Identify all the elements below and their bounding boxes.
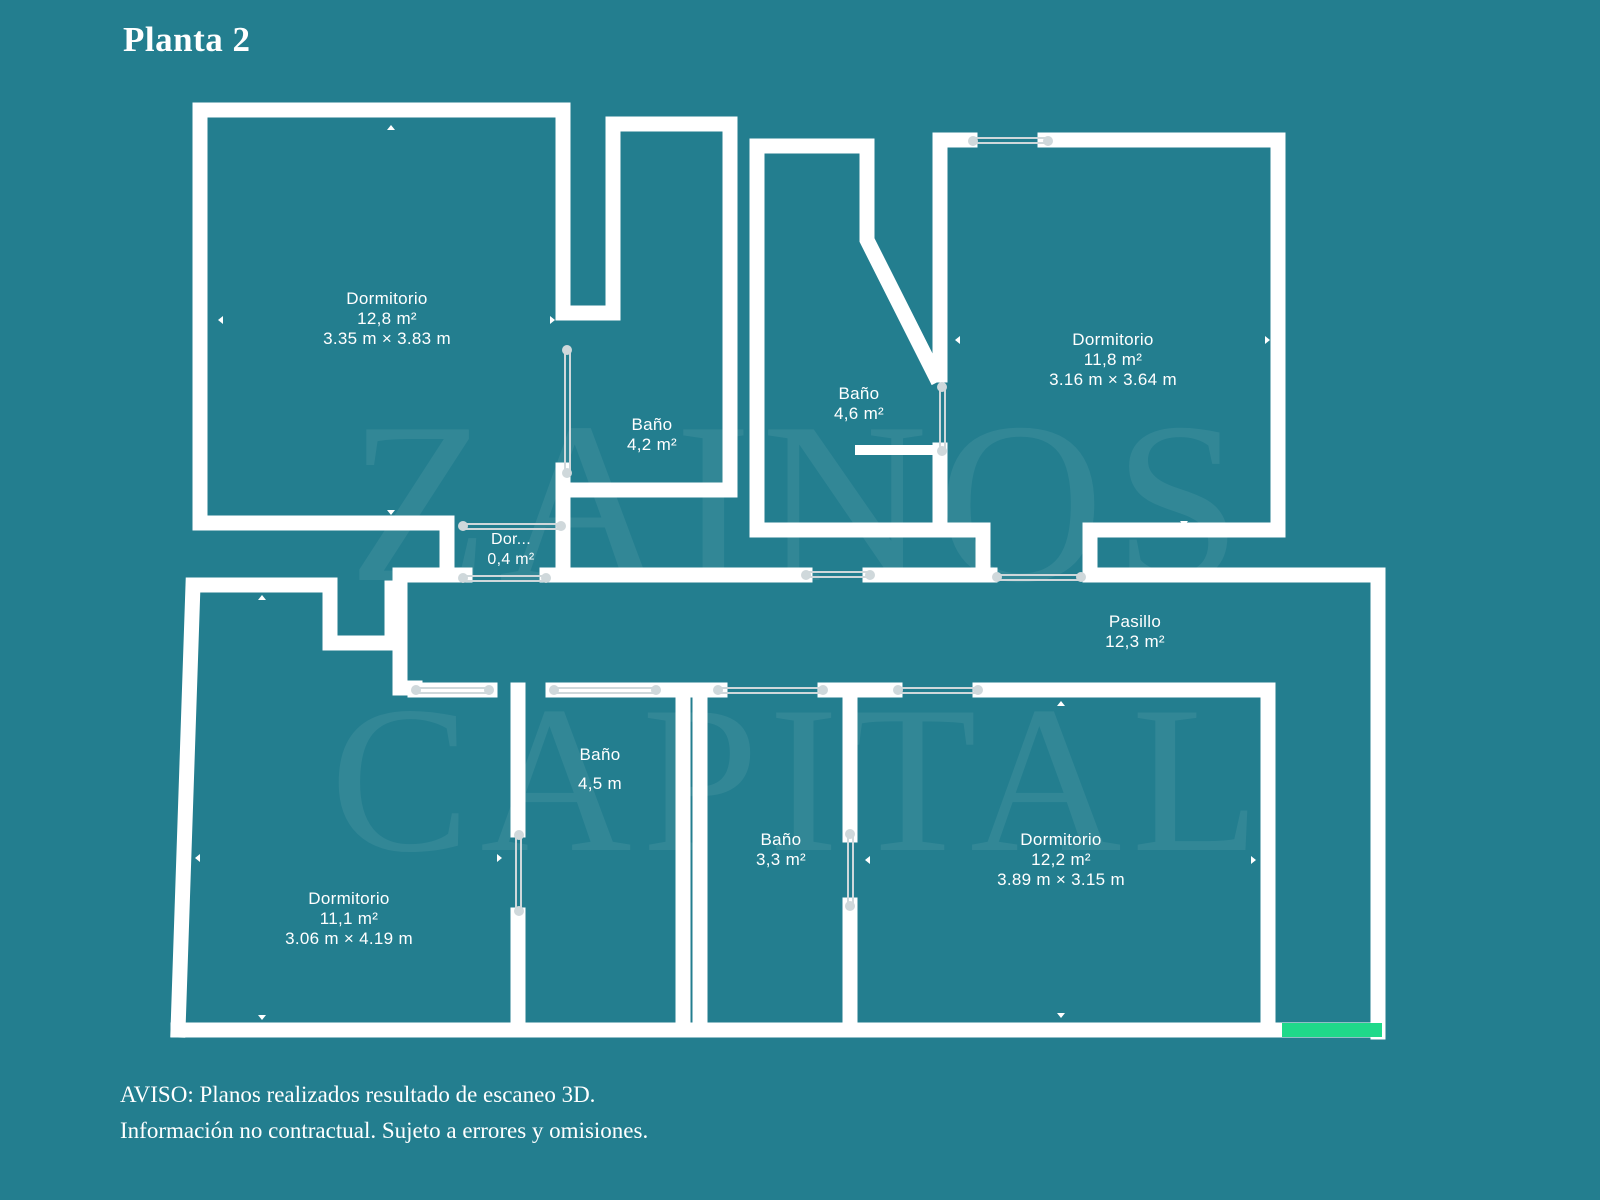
- room-name: Dormitorio: [308, 889, 390, 908]
- room-pasillo: Pasillo 12,3 m²: [1105, 612, 1165, 652]
- room-name: Dormitorio: [346, 289, 428, 308]
- room-name: Baño: [631, 415, 673, 434]
- room-dims: 3.35 m × 3.83 m: [323, 329, 451, 348]
- room-bano-33: Baño 3,3 m²: [756, 830, 806, 870]
- room-dims: 3.89 m × 3.15 m: [997, 870, 1125, 889]
- room-area: 0,4 m²: [487, 551, 535, 568]
- room-area: 11,8 m²: [1083, 350, 1143, 369]
- room-area: 4,6 m²: [834, 404, 884, 423]
- room-dormitorio-sw: Dormitorio 11,1 m² 3.06 m × 4.19 m: [285, 889, 413, 949]
- room-area: 12,2 m²: [1031, 850, 1091, 869]
- room-bano-45: Baño 4,5 m: [578, 740, 622, 798]
- room-dormitorio-se: Dormitorio 12,2 m² 3.89 m × 3.15 m: [997, 830, 1125, 890]
- room-dormitorio-ne: Dormitorio 11,8 m² 3.16 m × 3.64 m: [1049, 330, 1177, 390]
- room-name: Baño: [579, 745, 621, 764]
- dimension-ticks: [195, 125, 1270, 1020]
- floor-title: Planta 2: [123, 20, 251, 59]
- wall-bano-46: [749, 138, 948, 538]
- wall-dormitorio-nw: [192, 102, 571, 575]
- room-area: 11,1 m²: [319, 909, 379, 928]
- room-name: Baño: [760, 830, 802, 849]
- watermark-line2: CAPITAL: [330, 664, 1270, 896]
- room-name: Pasillo: [1108, 612, 1162, 631]
- notice-line1: AVISO: Planos realizados resultado de es…: [120, 1082, 596, 1107]
- room-area: 3,3 m²: [756, 850, 806, 869]
- wall-bano-33: [675, 682, 708, 1033]
- room-name: Baño: [838, 384, 880, 403]
- room-area: 12,8 m²: [357, 309, 417, 328]
- room-bano-42: Baño 4,2 m²: [627, 415, 677, 455]
- wall-dormitorio-ne: [932, 132, 1286, 575]
- room-dormitorio-nw: Dormitorio 12,8 m² 3.35 m × 3.83 m: [323, 289, 451, 349]
- room-area: 4,5 m: [577, 774, 623, 793]
- room-name: Dormitorio: [1072, 330, 1154, 349]
- wall-dormitorio-sw: [170, 577, 400, 1038]
- room-dor-small: Dor... 0,4 m²: [487, 530, 534, 570]
- doors: [411, 136, 1086, 916]
- room-area: 12,3 m²: [1105, 632, 1165, 651]
- notice-line2: Información no contractual. Sujeto a err…: [120, 1118, 649, 1143]
- room-dims: 3.06 m × 4.19 m: [285, 929, 413, 948]
- room-name: Dor...: [490, 531, 532, 548]
- room-dims: 3.16 m × 3.64 m: [1049, 370, 1177, 389]
- room-name: Dormitorio: [1020, 830, 1102, 849]
- room-bano-46: Baño 4,6 m²: [834, 384, 884, 424]
- room-area: 4,2 m²: [627, 435, 677, 454]
- entrance-marker: [1282, 1023, 1382, 1037]
- wall-pasillo: [1082, 567, 1386, 1040]
- watermark-line1: ZAINOS: [348, 375, 1252, 630]
- wall-bano-42: [555, 116, 738, 498]
